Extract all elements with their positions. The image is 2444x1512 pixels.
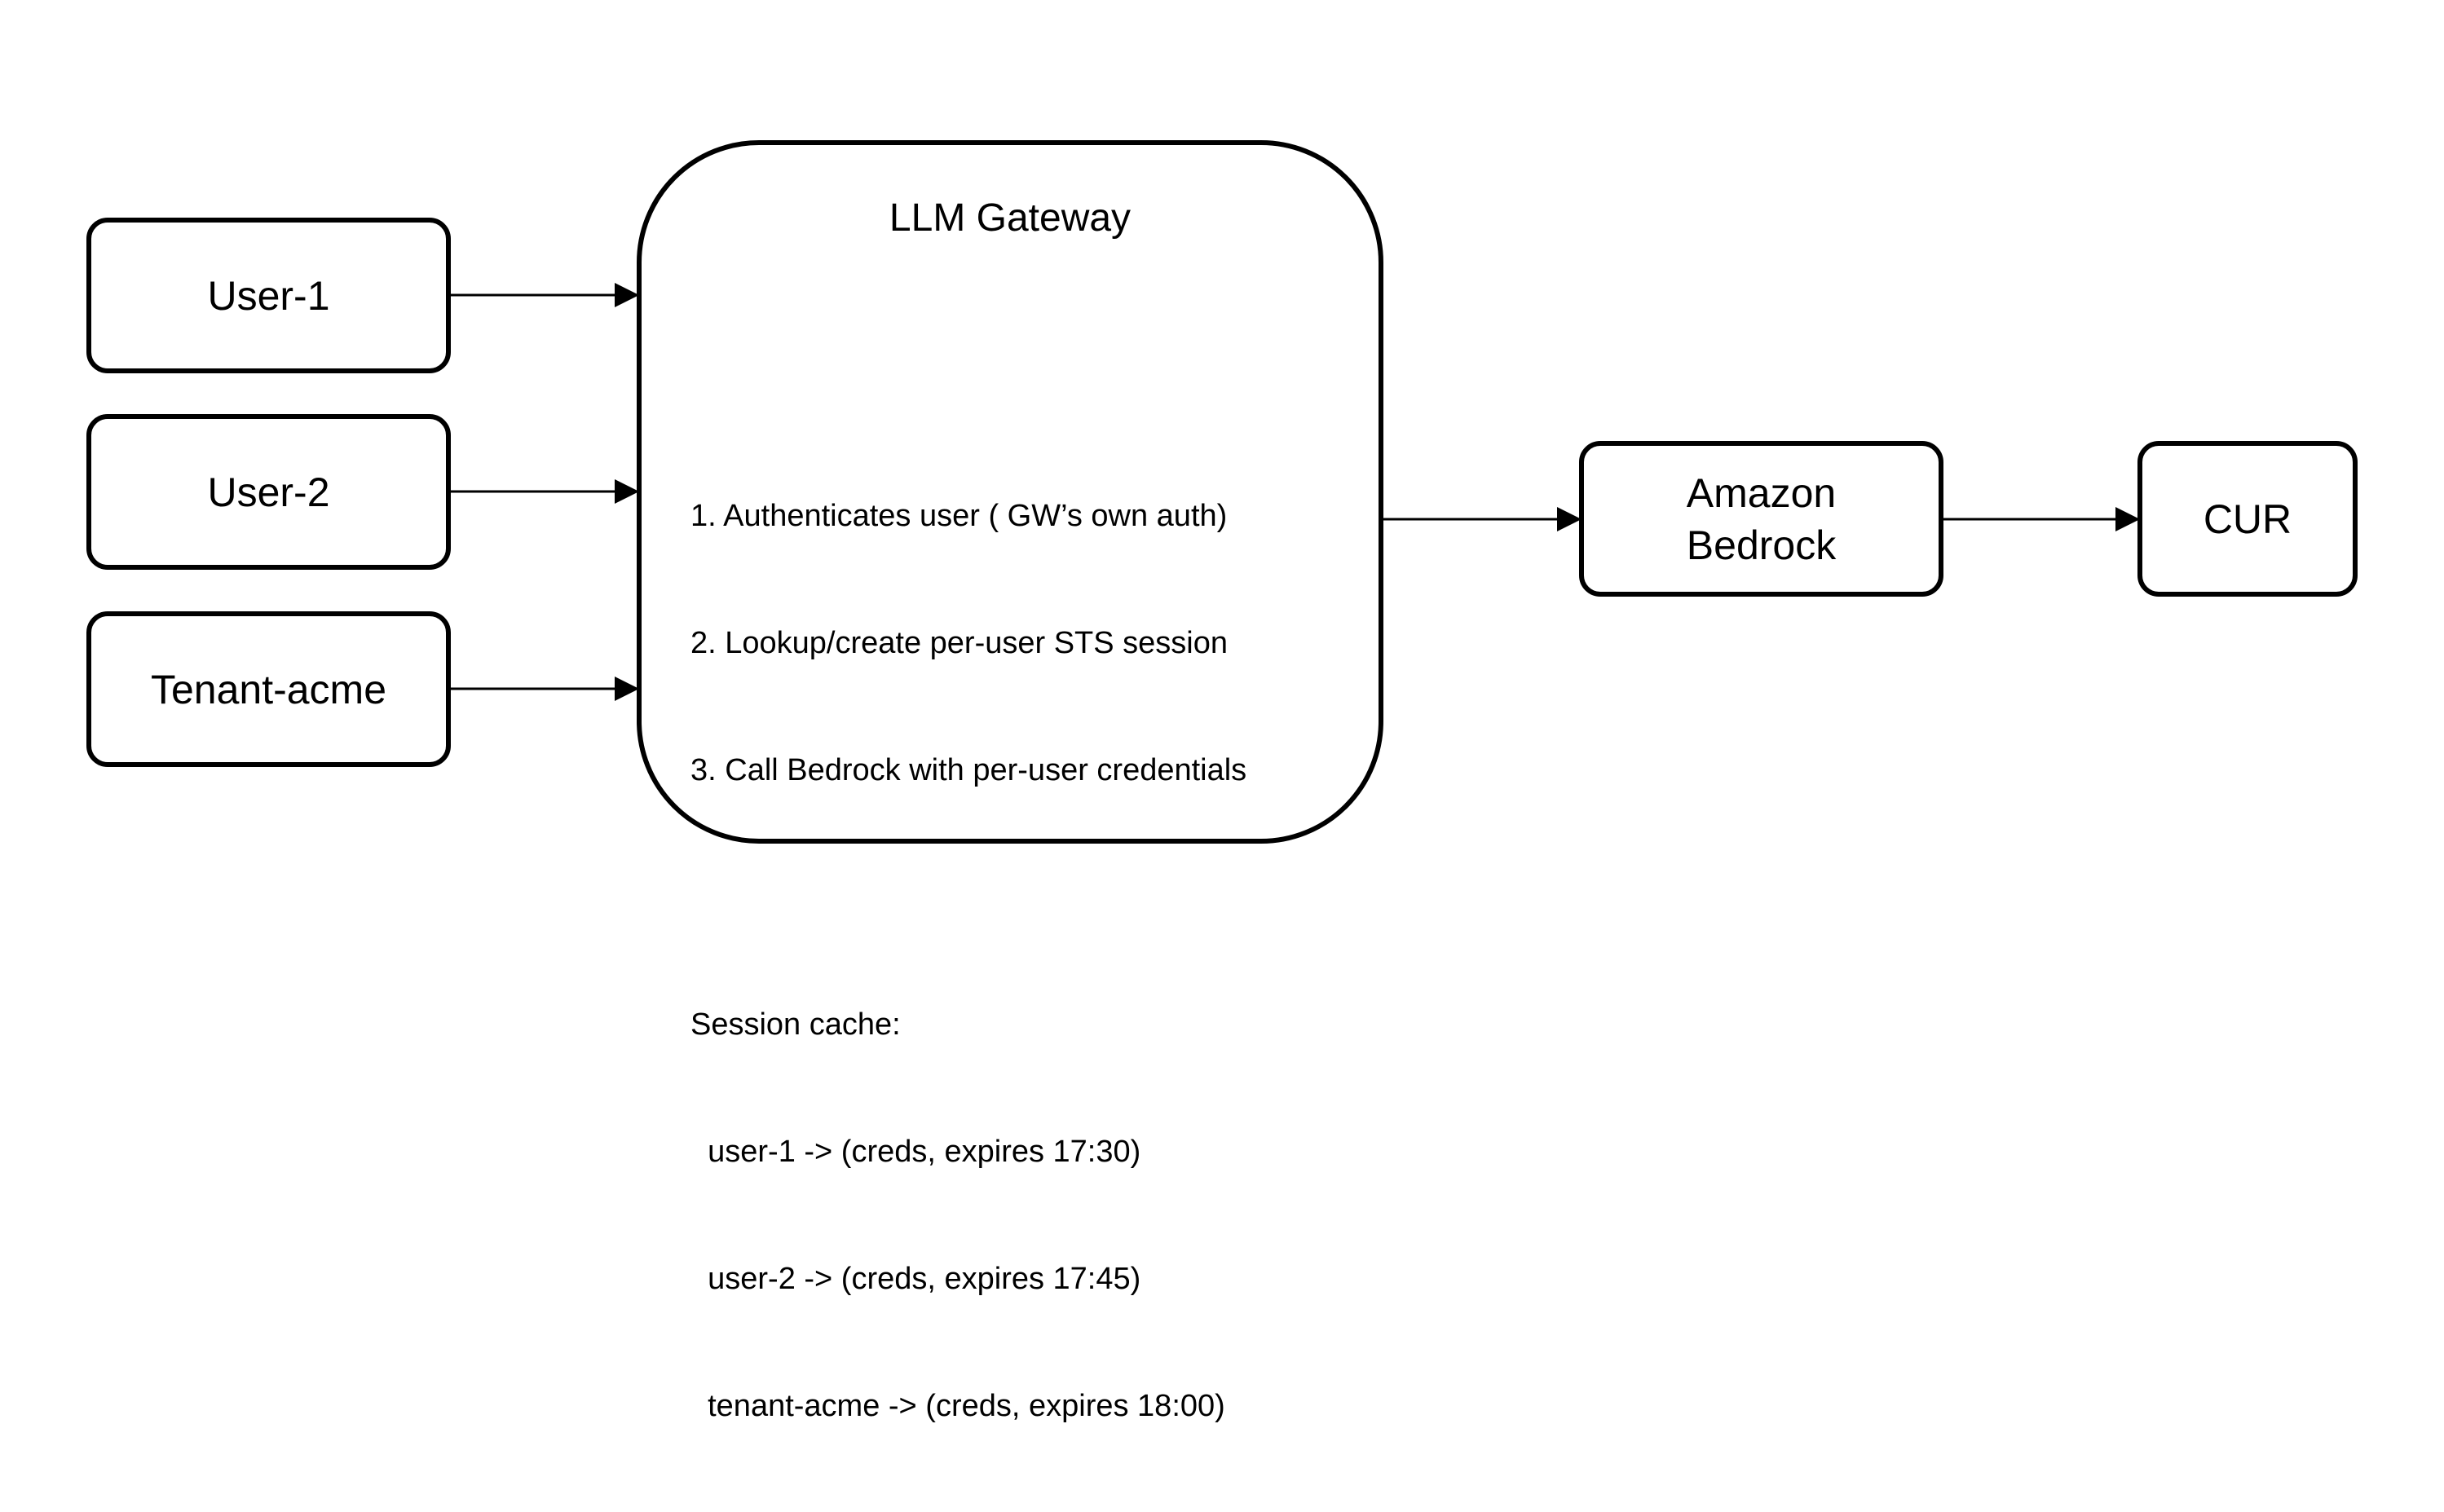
llm-gateway-title: LLM Gateway [889,196,1132,240]
amazon-bedrock-label-line-2: Bedrock [1686,522,1837,568]
user-2-label: User-2 [207,469,330,515]
gateway-spacer [690,876,1246,919]
tenant-acme-label: Tenant-acme [150,666,387,712]
session-cache-entry-user-1: user-1 -> (creds, expires 17:30) [690,1135,1141,1169]
session-cache-entry-tenant-acme: tenant-acme -> (creds, expires 18:00) [690,1389,1225,1423]
amazon-bedrock-box: Amazon Bedrock [1579,441,1943,597]
gateway-step-3: 3. Call Bedrock with per-user credential… [690,753,1247,787]
cur-box: CUR [2137,441,2358,597]
amazon-bedrock-label-line-1: Amazon [1686,469,1837,516]
tenant-acme-box: Tenant-acme [86,611,451,767]
amazon-bedrock-label: Amazon Bedrock [1687,467,1836,571]
llm-gateway-details: 1. Authenticates user ( GW’s own auth) 2… [690,410,1246,1512]
session-cache-heading: Session cache: [690,1007,901,1042]
user-1-label: User-1 [207,272,330,319]
user-2-box: User-2 [86,414,451,570]
gateway-step-1: 1. Authenticates user ( GW’s own auth) [690,499,1228,533]
cur-label: CUR [2203,496,2292,542]
gateway-step-2: 2. Lookup/create per-user STS session [690,626,1229,660]
session-cache-entry-user-2: user-2 -> (creds, expires 17:45) [690,1262,1141,1296]
llm-gateway-box: LLM Gateway 1. Authenticates user ( GW’s… [637,140,1383,1423]
user-1-box: User-1 [86,218,451,373]
